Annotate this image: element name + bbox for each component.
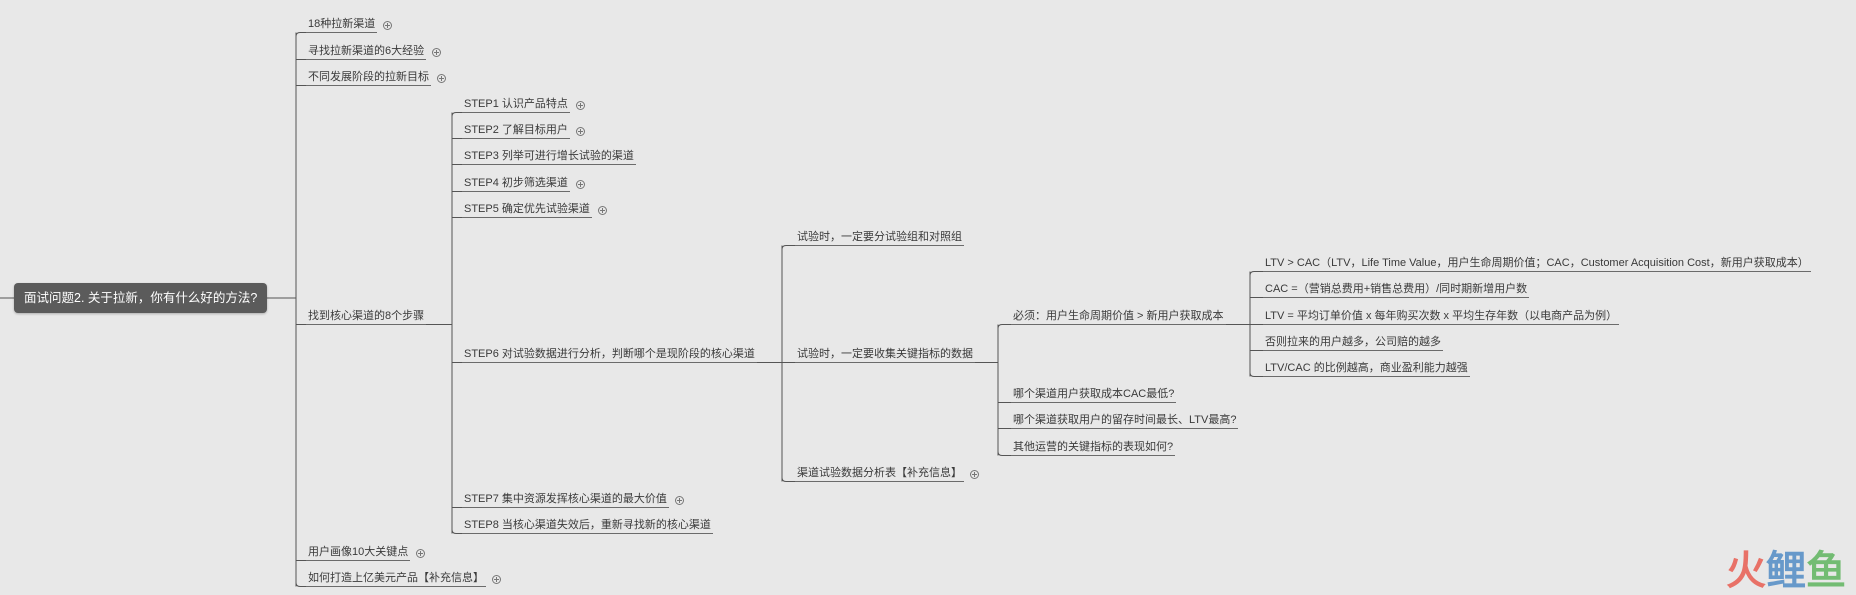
- topic-billion-product[interactable]: 如何打造上亿美元产品【补充信息】: [306, 571, 486, 587]
- step6-connector-branch: [781, 245, 795, 250]
- expand-icon-level1-5[interactable]: [416, 549, 425, 558]
- root-topic[interactable]: 面试问题2. 关于拉新，你有什么好的方法?: [14, 283, 268, 313]
- topic-highest-ltv[interactable]: 哪个渠道获取用户的留存时间最长、LTV最高?: [1011, 413, 1239, 429]
- topic-step4[interactable]: STEP4 初步筛选渠道: [462, 176, 570, 192]
- expand-icon-step-1[interactable]: [576, 101, 585, 110]
- expand-icon-step-4[interactable]: [576, 180, 585, 189]
- topic-other-metrics[interactable]: 其他运营的关键指标的表现如何?: [1011, 440, 1176, 456]
- must-connector-branch: [1249, 372, 1263, 377]
- topic-18-channels[interactable]: 18种拉新渠道: [306, 17, 378, 33]
- topic-step1[interactable]: STEP1 认识产品特点: [462, 97, 570, 113]
- must-connector-branch: [1249, 271, 1263, 276]
- step6-connector-branch: [781, 477, 795, 482]
- topic-user-persona[interactable]: 用户画像10大关键点: [306, 545, 411, 561]
- topic-more-users-more-loss[interactable]: 否则拉来的用户越多，公司赔的越多: [1263, 335, 1443, 351]
- topic-step7[interactable]: STEP7 集中资源发挥核心渠道的最大价值: [462, 492, 669, 508]
- watermark-char-3: 鱼: [1806, 548, 1846, 594]
- metrics-connector-branch: [997, 451, 1011, 456]
- steps-connector-branch: [451, 112, 462, 117]
- watermark-logo: 火 鲤 鱼: [1726, 549, 1846, 593]
- topic-6-experiences[interactable]: 寻找拉新渠道的6大经验: [306, 44, 427, 60]
- topic-step6[interactable]: STEP6 对试验数据进行分析，判断哪个是现阶段的核心渠道: [462, 347, 757, 363]
- metrics-connector-branch: [997, 324, 1011, 329]
- watermark-char-1: 火: [1726, 548, 1766, 594]
- topic-ltv-formula[interactable]: LTV = 平均订单价值 x 每年购买次数 x 平均生存年数（以电商产品为例）: [1263, 309, 1620, 325]
- topic-cac-formula[interactable]: CAC =（营销总费用+销售总费用）/同时期新增用户数: [1263, 282, 1530, 298]
- expand-icon-level1-1[interactable]: [383, 21, 392, 30]
- expand-icon-step-7[interactable]: [675, 496, 684, 505]
- expand-icon-level1-2[interactable]: [432, 48, 441, 57]
- topic-collect-metrics[interactable]: 试验时，一定要收集关键指标的数据: [795, 347, 975, 363]
- topic-ratio-profit[interactable]: LTV/CAC 的比例越高，商业盈利能力越强: [1263, 361, 1470, 377]
- root-connector-branch: [295, 32, 306, 37]
- expand-icon-step-2[interactable]: [576, 127, 585, 136]
- topic-step8[interactable]: STEP8 当核心渠道失效后，重新寻找新的核心渠道: [462, 518, 713, 534]
- topic-analysis-table[interactable]: 渠道试验数据分析表【补充信息】: [795, 466, 964, 482]
- expand-icon-step-5[interactable]: [598, 206, 607, 215]
- root-connector-branch: [295, 582, 306, 587]
- topic-step3[interactable]: STEP3 列举可进行增长试验的渠道: [462, 149, 636, 165]
- topic-step2[interactable]: STEP2 了解目标用户: [462, 123, 570, 139]
- topic-stage-goals[interactable]: 不同发展阶段的拉新目标: [306, 70, 431, 86]
- expand-icon-level1-3[interactable]: [437, 74, 446, 83]
- topic-8-steps[interactable]: 找到核心渠道的8个步骤: [306, 309, 427, 325]
- expand-icon-level1-6[interactable]: [492, 575, 501, 584]
- topic-step5[interactable]: STEP5 确定优先试验渠道: [462, 202, 592, 218]
- topic-ltv-gt-cac[interactable]: 必须：用户生命周期价值 > 新用户获取成本: [1011, 309, 1226, 325]
- topic-lowest-cac[interactable]: 哪个渠道用户获取成本CAC最低?: [1011, 387, 1177, 403]
- expand-icon-step6-3[interactable]: [970, 470, 979, 479]
- steps-connector-branch: [451, 529, 462, 534]
- topic-control-group[interactable]: 试验时，一定要分试验组和对照组: [795, 230, 964, 246]
- watermark-char-2: 鲤: [1766, 548, 1806, 594]
- topic-ltv-definition[interactable]: LTV > CAC（LTV，Life Time Value，用户生命周期价值；C…: [1263, 256, 1811, 272]
